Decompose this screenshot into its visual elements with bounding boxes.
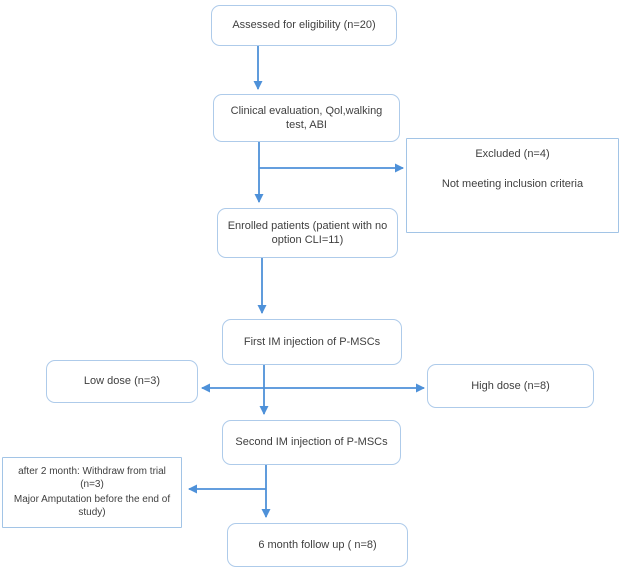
box-clinical-evaluation: Clinical evaluation, Qol,walking test, A… — [213, 94, 400, 142]
box-excluded: Excluded (n=4) Not meeting inclusion cri… — [406, 138, 619, 233]
box-assessed-eligibility-label: Assessed for eligibility (n=20) — [232, 19, 376, 32]
box-enrolled-patients: Enrolled patients (patient with no optio… — [217, 208, 398, 258]
box-excluded-reason: Not meeting inclusion criteria — [441, 178, 584, 191]
box-assessed-eligibility: Assessed for eligibility (n=20) — [211, 5, 397, 46]
box-second-injection-label: Second IM injection of P-MSCs — [235, 436, 388, 449]
box-follow-up: 6 month follow up ( n=8) — [227, 523, 408, 567]
box-first-injection: First IM injection of P-MSCs — [222, 319, 402, 365]
box-withdraw-line2: Major Amputation before the end of study… — [13, 494, 171, 518]
box-first-injection-label: First IM injection of P-MSCs — [243, 335, 381, 348]
box-high-dose: High dose (n=8) — [427, 364, 594, 408]
box-follow-up-label: 6 month follow up ( n=8) — [258, 538, 377, 551]
box-withdraw-line1: after 2 month: Withdraw from trial (n=3) — [18, 466, 166, 490]
box-low-dose-label: Low dose (n=3) — [83, 375, 161, 388]
box-withdraw: after 2 month: Withdraw from trial (n=3)… — [2, 457, 182, 528]
box-excluded-title: Excluded (n=4) — [475, 148, 550, 160]
box-low-dose: Low dose (n=3) — [46, 360, 198, 403]
box-high-dose-label: High dose (n=8) — [471, 379, 550, 392]
box-enrolled-patients-label: Enrolled patients (patient with no optio… — [227, 219, 388, 246]
box-clinical-evaluation-label: Clinical evaluation, Qol,walking test, A… — [230, 104, 383, 131]
box-second-injection: Second IM injection of P-MSCs — [222, 420, 401, 465]
